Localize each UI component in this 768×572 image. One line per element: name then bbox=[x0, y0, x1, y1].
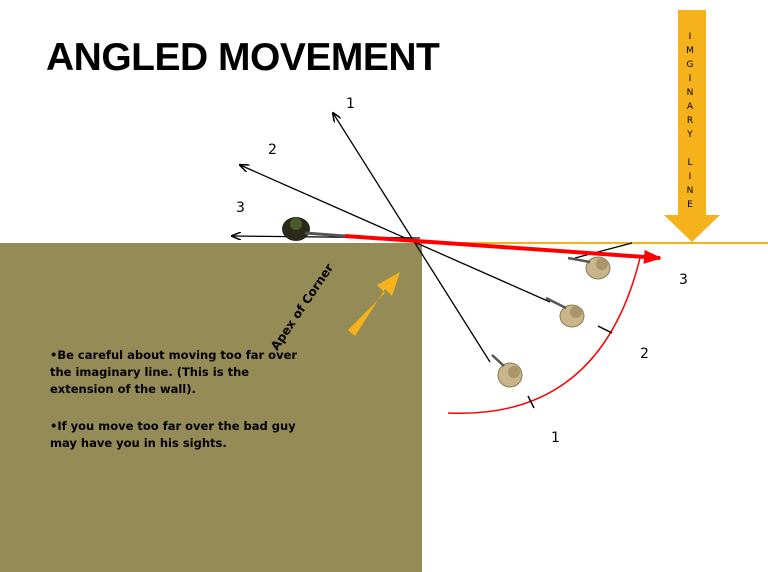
soldier-position-3 bbox=[567, 256, 611, 280]
sight-line-label-1: 1 bbox=[346, 96, 355, 112]
movement-arc bbox=[447, 257, 641, 415]
soldier-position-1 bbox=[491, 354, 523, 388]
position-label-2: 2 bbox=[640, 346, 649, 362]
soldier-position-2 bbox=[545, 296, 585, 328]
label-letter: I bbox=[688, 74, 692, 84]
diagram-title: ANGLED MOVEMENT bbox=[46, 36, 440, 79]
sight-line-label-2: 2 bbox=[268, 142, 277, 158]
soldier-dark bbox=[282, 217, 346, 241]
label-letter: Y bbox=[687, 130, 693, 140]
note-1: •Be careful about moving too far over th… bbox=[50, 348, 298, 396]
label-letter: M bbox=[686, 46, 694, 56]
label-letter: N bbox=[686, 186, 694, 196]
position-label-1: 1 bbox=[551, 430, 560, 446]
label-letter: R bbox=[686, 116, 694, 126]
label-letter: I bbox=[688, 172, 692, 182]
imaginary-line-down-arrow bbox=[664, 10, 720, 242]
label-letter: G bbox=[686, 60, 694, 70]
sight-line-label-3: 3 bbox=[236, 200, 245, 216]
sight-line-3b bbox=[574, 242, 633, 259]
arc-tick-2 bbox=[597, 325, 613, 334]
wall-block bbox=[0, 243, 422, 572]
label-letter bbox=[680, 142, 700, 156]
red-sight-arrow bbox=[344, 234, 662, 264]
imaginary-line-label: I M G I N A R Y L I N E bbox=[680, 30, 700, 212]
label-letter: E bbox=[687, 200, 693, 210]
label-letter: A bbox=[686, 102, 694, 112]
label-letter: L bbox=[687, 158, 693, 168]
label-letter: I bbox=[688, 32, 692, 42]
position-label-3: 3 bbox=[679, 272, 688, 288]
label-letter: N bbox=[686, 88, 694, 98]
apex-arrow bbox=[348, 272, 400, 336]
sight-line-2 bbox=[240, 165, 551, 303]
arc-tick-1 bbox=[527, 395, 535, 409]
note-2: •If you move too far over the bad guy ma… bbox=[50, 419, 296, 450]
